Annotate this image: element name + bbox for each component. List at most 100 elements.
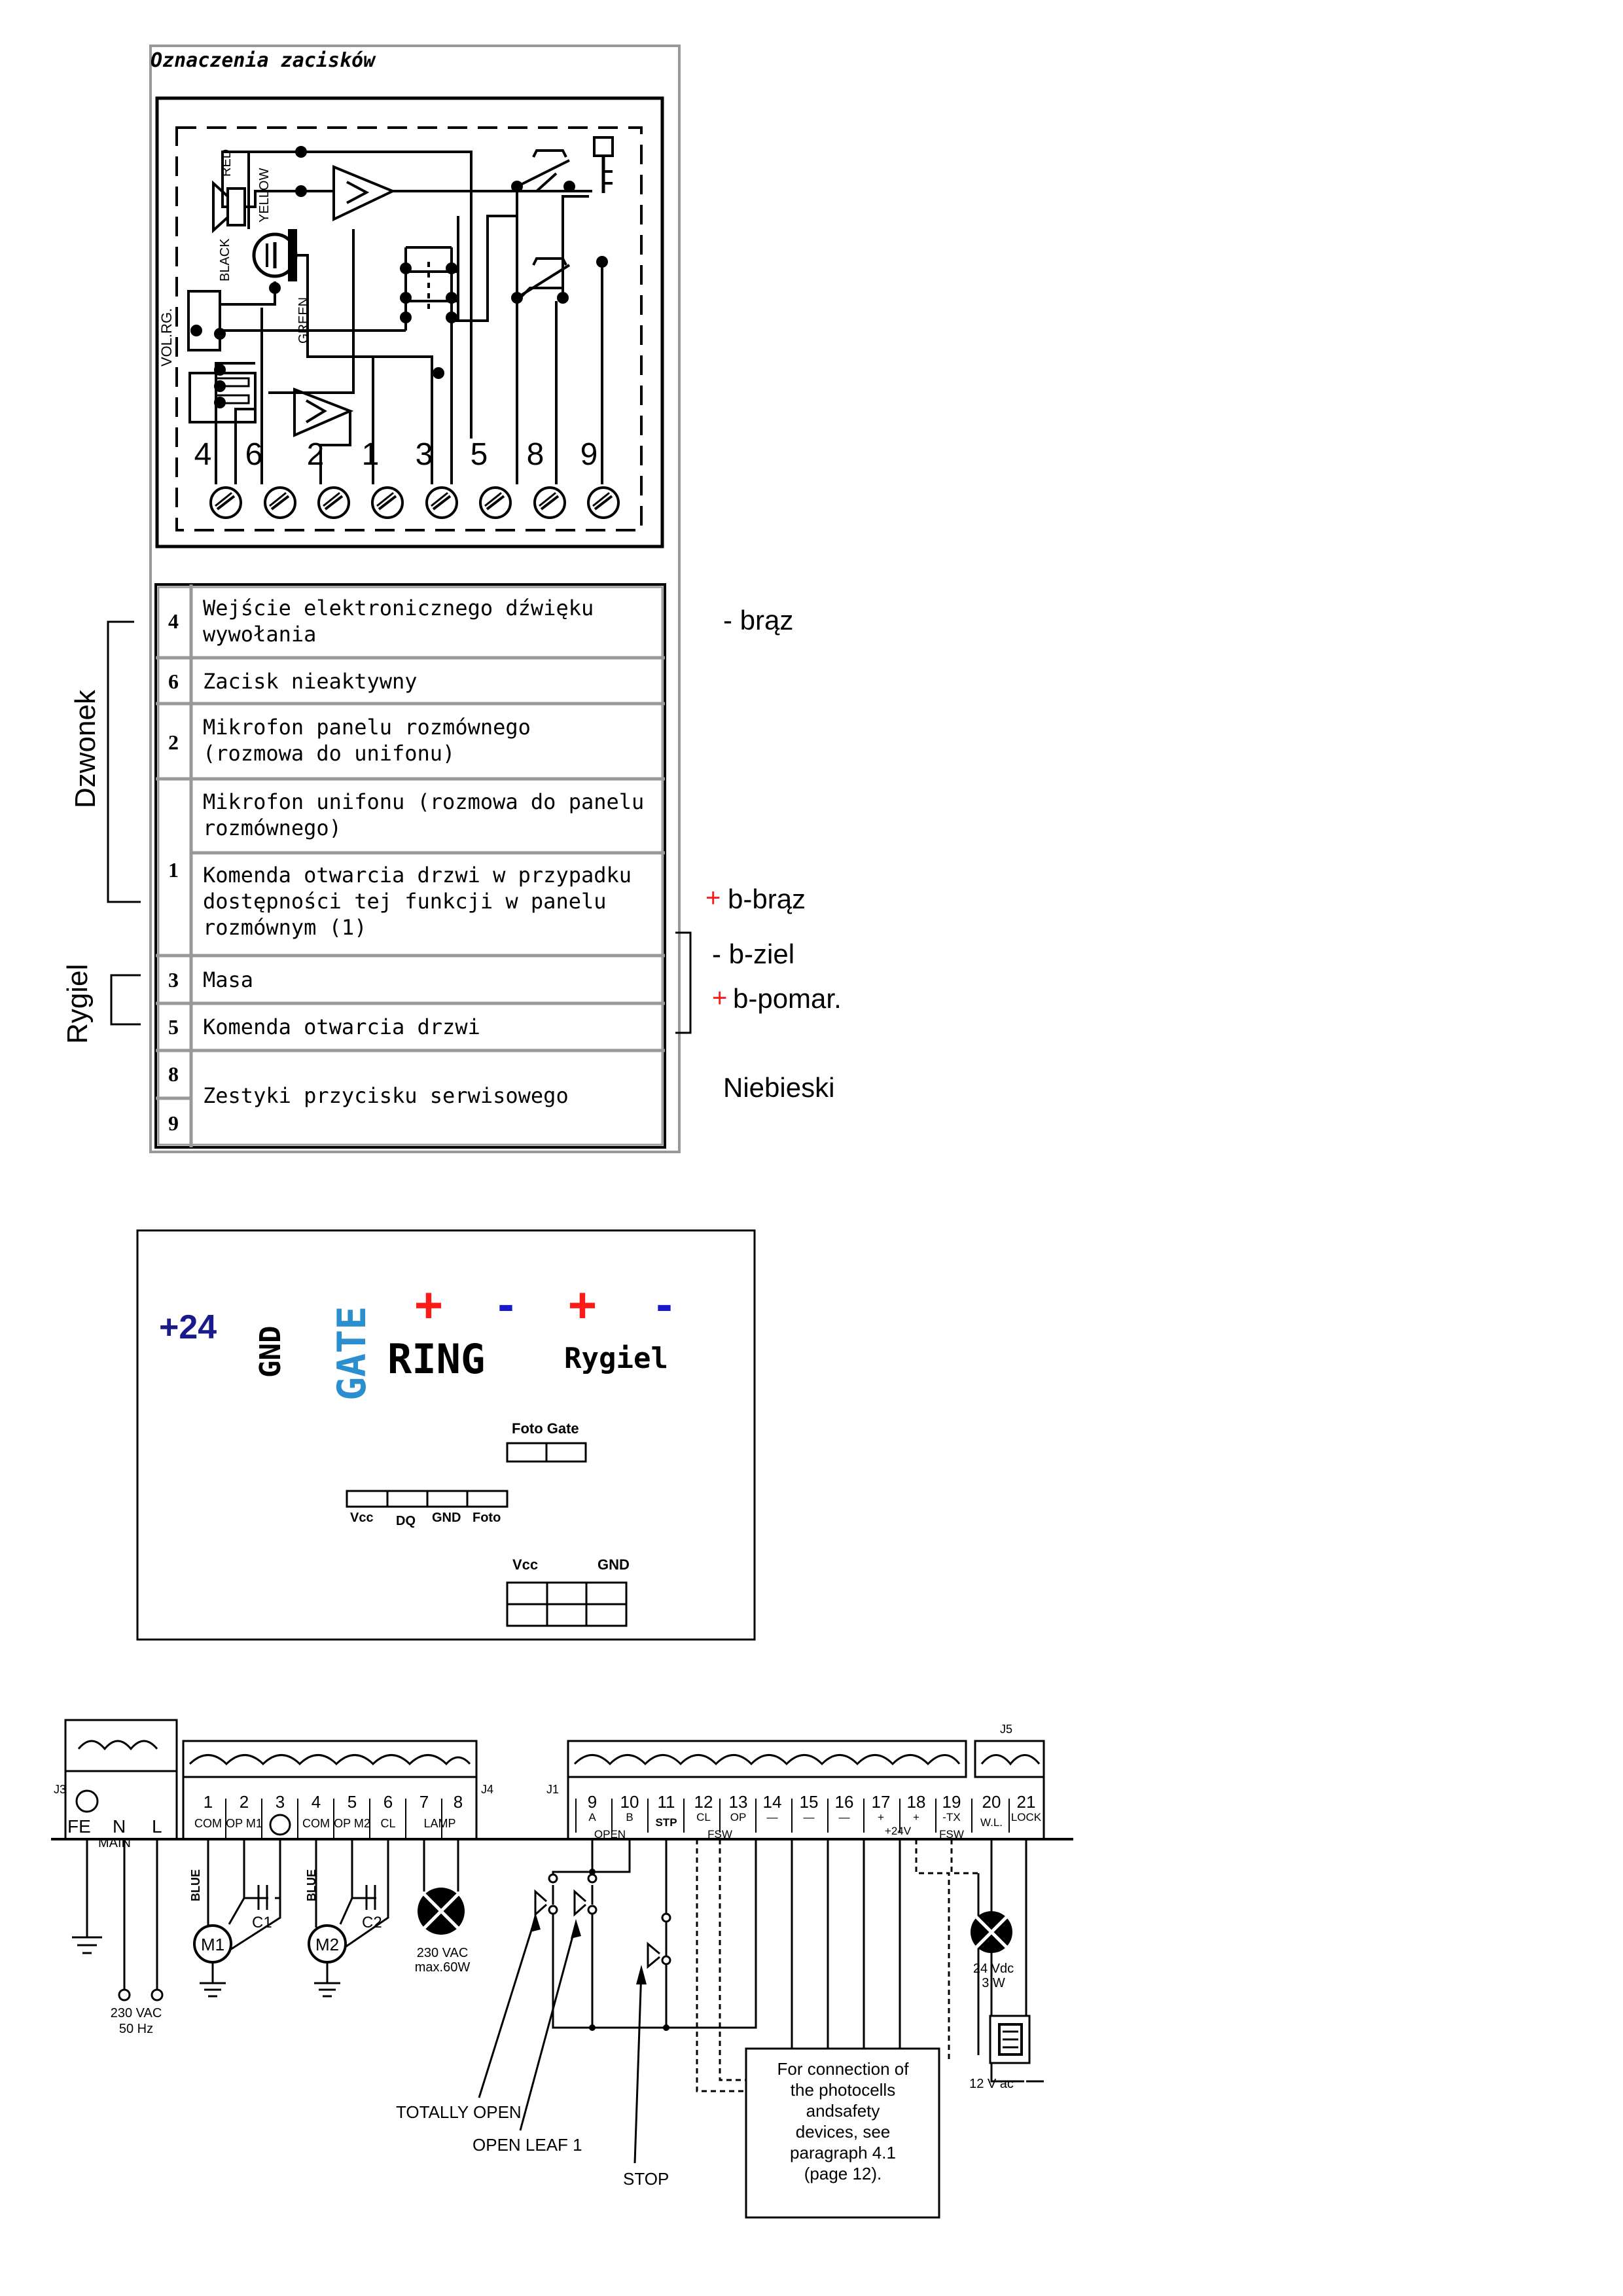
rygiel-bracket (110, 974, 141, 1026)
j1-sub: + (878, 1811, 884, 1823)
label-plus24: +24 (159, 1308, 217, 1346)
j1-sub: W.L. (980, 1816, 1003, 1829)
j4-num: 5 (348, 1792, 357, 1812)
table-desc: rozmównego) (203, 816, 342, 840)
note-niebieski: Niebieski (723, 1072, 834, 1103)
j1-sub: STP (655, 1816, 677, 1829)
terminal-circuit-box (155, 96, 664, 548)
j4-sub: OP M2 (334, 1817, 370, 1830)
controller-section: J3 FE N L MAIN J4 1 2 3 4 5 6 7 8 COM OP… (51, 1719, 1073, 2219)
intercom-title: Oznaczenia zacisków (151, 49, 376, 72)
terminal-3-circle (269, 1814, 291, 1836)
j4-num: 6 (383, 1792, 393, 1812)
label-c1: C1 (252, 1914, 272, 1931)
pin-label: Foto (473, 1511, 501, 1525)
table-desc: Zestyki przycisku serwisowego (203, 1083, 569, 1108)
table-num: 5 (168, 1015, 179, 1039)
terminal-number: 3 (416, 437, 433, 472)
power-connector (506, 1581, 628, 1627)
label-j1: J1 (546, 1783, 559, 1796)
main-pin: N (113, 1816, 126, 1837)
j4-sub: LAMP (423, 1817, 455, 1830)
table-desc: wywołania (203, 622, 316, 647)
table-num: 2 (168, 730, 179, 754)
table-desc: Masa (203, 967, 253, 992)
j1-sub: — (804, 1811, 815, 1823)
label-j4: J4 (481, 1783, 493, 1796)
table-desc: dostępności tej funkcji w panelu (203, 889, 607, 914)
note-braz: - brąz (723, 605, 793, 636)
j3-connector (64, 1719, 178, 1772)
wire-label-vol: VOL.RG. (158, 308, 175, 367)
pin-label: Vcc (350, 1511, 374, 1525)
note-b-ziel: - b-ziel (712, 939, 794, 969)
note-plus: + (705, 884, 721, 912)
label-50hz: 50 Hz (119, 2022, 153, 2036)
j1-sub: + (913, 1811, 919, 1823)
main-pin: L (152, 1816, 162, 1837)
terminal-number: 2 (307, 437, 325, 472)
table-num: 8 (168, 1062, 179, 1086)
note-line: devices, see (796, 2122, 891, 2142)
j1-sub: — (839, 1811, 850, 1823)
main-pin: FE (67, 1816, 91, 1837)
j4-num: 3 (276, 1792, 285, 1812)
j1-sub: LOCK (1011, 1811, 1042, 1823)
label-totally-open: TOTALLY OPEN (396, 2102, 522, 2122)
terminal-number: 4 (194, 437, 212, 472)
j4-sub: COM (194, 1817, 222, 1830)
j1-num: 18 (907, 1792, 926, 1812)
j1-sub: — (767, 1811, 778, 1823)
screw-terminal-strip (209, 486, 620, 519)
warning-lamp-icon (971, 1911, 1012, 1953)
j1-num: 16 (835, 1792, 854, 1812)
j1-num: 17 (872, 1792, 891, 1812)
label-m1: M1 (201, 1935, 224, 1954)
wire-label-yellow: YELLOW (257, 168, 272, 223)
terminal-number: 1 (362, 437, 380, 472)
label-open: OPEN (594, 1828, 626, 1840)
ring-plus: + (414, 1278, 443, 1333)
label-foto-gate: Foto Gate (512, 1420, 579, 1437)
label-plus24v: +24V (885, 1825, 912, 1837)
j1-num: 10 (620, 1792, 639, 1812)
j1-num: 9 (588, 1792, 597, 1812)
note-line: the photocells (791, 2080, 895, 2100)
label-lamp-w: max.60W (415, 1960, 471, 1975)
j1-num: 12 (694, 1792, 713, 1812)
j1-num: 13 (729, 1792, 748, 1812)
label-fsw: FSW (939, 1828, 964, 1840)
j4-sub: COM (302, 1817, 330, 1830)
j1-sub: OP (730, 1811, 747, 1823)
label-j5: J5 (1000, 1723, 1012, 1736)
table-desc: Zacisk nieaktywny (203, 669, 418, 694)
j4-num: 8 (454, 1792, 463, 1812)
table-num: 4 (168, 609, 179, 633)
j4-sub: OP M1 (226, 1817, 262, 1830)
table-num: 9 (168, 1111, 179, 1135)
label-stop: STOP (623, 2169, 669, 2189)
j1-sub: B (626, 1811, 633, 1823)
label-m2: M2 (315, 1935, 339, 1954)
j1-num: 20 (982, 1792, 1001, 1812)
motor-m2-icon (308, 1924, 347, 1964)
j4-sub: CL (380, 1817, 395, 1830)
note-b-pomar: b-pomar. (733, 983, 842, 1014)
label-gnd: GND (254, 1326, 287, 1378)
label-c2: C2 (362, 1914, 382, 1931)
note-plus: + (712, 984, 727, 1013)
j1-sub: A (588, 1811, 596, 1823)
fe-ground-icon (75, 1789, 99, 1813)
label-wl-v: 24 Vdc (973, 1962, 1014, 1976)
label-230vac: 230 VAC (111, 2006, 162, 2020)
terminal-number: 6 (245, 437, 263, 472)
pin-label: GND (432, 1511, 461, 1525)
label-ring: RING (387, 1335, 485, 1383)
j4-num: 4 (312, 1792, 321, 1812)
motor-m1-icon (193, 1924, 232, 1964)
table-desc: Mikrofon unifonu (rozmowa do panelu (203, 789, 644, 814)
terminal-number: 8 (527, 437, 544, 472)
key-icon (593, 136, 614, 193)
intercom-section: Oznaczenia zacisków RED YELLOW BLACK GRE… (62, 45, 842, 1153)
wire-label-black: BLACK (218, 238, 232, 281)
